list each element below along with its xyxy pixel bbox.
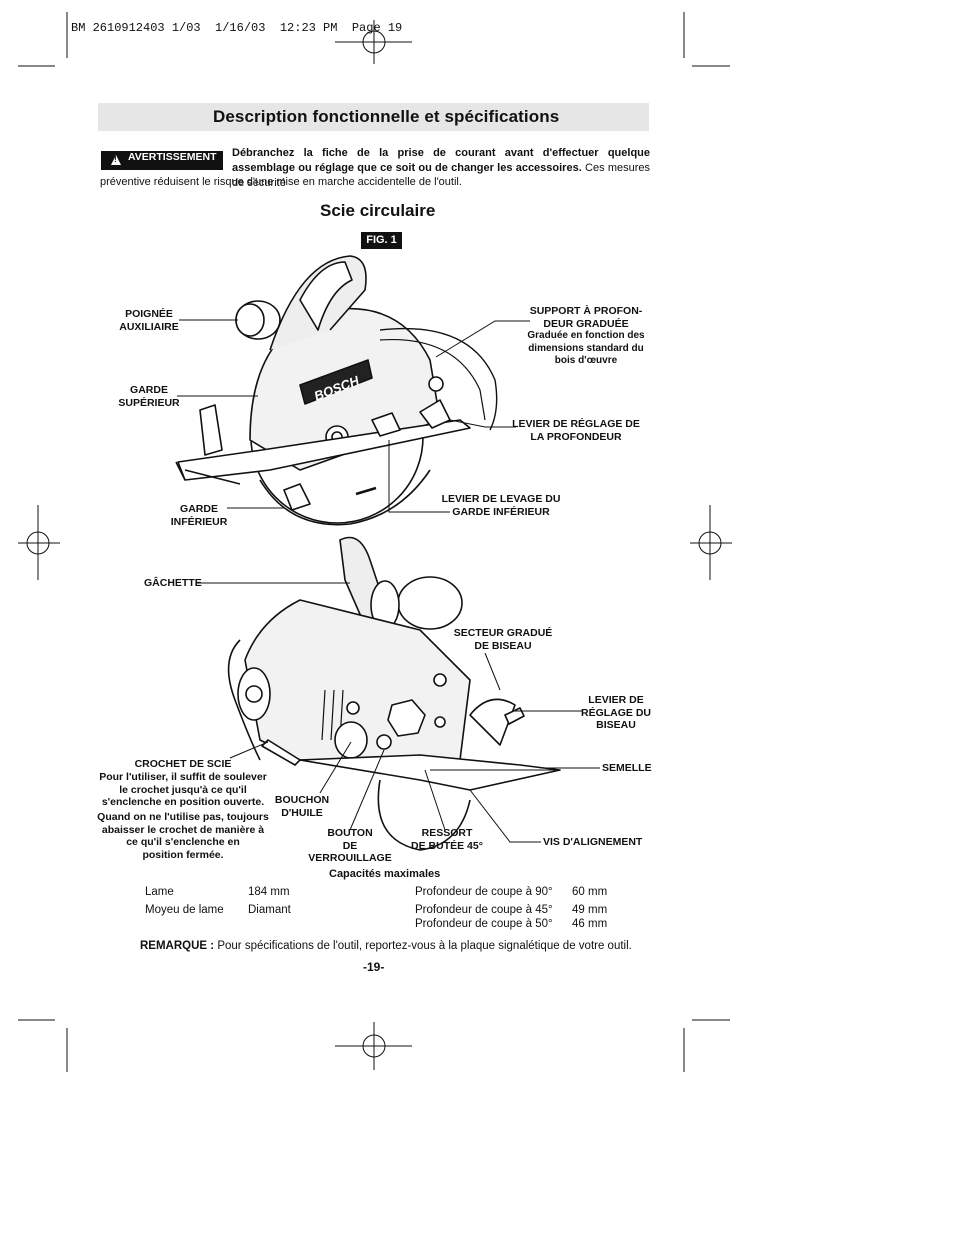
spec-left-name-0: Lame [145,886,174,898]
label-saw-hook-store: Quand on ne l'utilise pas, toujours abai… [97,811,269,861]
warning-text-line2: préventive réduisent le risque d'une mis… [100,176,462,188]
print-header: BM 2610912403 1/03 1/16/03 12:23 PM Page… [71,21,403,35]
product-title: Scie circulaire [320,201,436,220]
label-bevel-lever: LEVIER DE RÉGLAGE DU BISEAU [580,694,651,731]
spec-left-value-1: Diamant [248,904,291,916]
spec-right-name-0: Profondeur de coupe à 90° [415,886,553,898]
spec-right-name-1: Profondeur de coupe à 45° [415,904,553,916]
note: REMARQUE : Pour spécifications de l'outi… [140,940,632,952]
section-title-bar: Description fonctionnelle et spécificati… [98,103,649,131]
label-oil-plug: BOUCHON D'HUILE [274,794,330,819]
warning-text: Débranchez la fiche de la prise de coura… [232,146,650,191]
warning-bold-text: Débranchez la fiche de la prise de coura… [232,147,650,174]
spec-right-name-2: Profondeur de coupe à 50° [415,918,553,930]
note-label: REMARQUE : [140,940,215,952]
warning-icon [111,155,121,165]
label-saw-hook-use: Pour l'utiliser, il suffit de soulever l… [99,771,267,808]
spec-right-value-1: 49 mm [572,904,608,916]
label-depth-support-note: Graduée en fonction des dimensions stand… [527,330,645,366]
spec-right-value-0: 60 mm [572,886,608,898]
label-trigger: GÂCHETTE [144,577,202,589]
note-text: Pour spécifications de l'outil, reportez… [217,940,632,952]
spec-left-value-0: 184 mm [248,886,290,898]
spec-right-value-2: 46 mm [572,918,608,930]
label-shoe: SEMELLE [602,762,652,774]
label-lock-button: BOUTON DE VERROUILLAGE [308,827,392,864]
label-aux-handle: POIGNÉE AUXILIAIRE [119,308,179,333]
label-lower-guard: GARDE INFÉRIEUR [170,503,228,528]
label-bevel-scale: SECTEUR GRADUÉ DE BISEAU [453,627,553,652]
figure-label: FIG. 1 [361,232,402,249]
label-saw-hook: CROCHET DE SCIE [134,758,232,770]
label-45-stop-spring: RESSORT DE BUTÉE 45° [411,827,483,852]
label-alignment-screw: VIS D'ALIGNEMENT [543,836,643,848]
warning-badge-label: AVERTISSEMENT [128,151,217,163]
warning-badge: AVERTISSEMENT [101,151,223,170]
warning-text-tail: Ces mesures de sécurité [232,162,651,189]
page-number: -19- [363,960,385,974]
specs-heading: Capacités maximales [329,868,441,880]
section-title: Description fonctionnelle et spécificati… [213,107,560,126]
label-guard-lift-lever: LEVIER DE LEVAGE DU GARDE INFÉRIEUR [441,493,561,518]
label-upper-guard: GARDE SUPÉRIEUR [118,384,180,409]
label-depth-support: SUPPORT À PROFON- DEUR GRADUÉE [529,305,643,330]
label-depth-lever: LEVIER DE RÉGLAGE DE LA PROFONDEUR [512,418,640,443]
spec-left-name-1: Moyeu de lame [145,904,224,916]
